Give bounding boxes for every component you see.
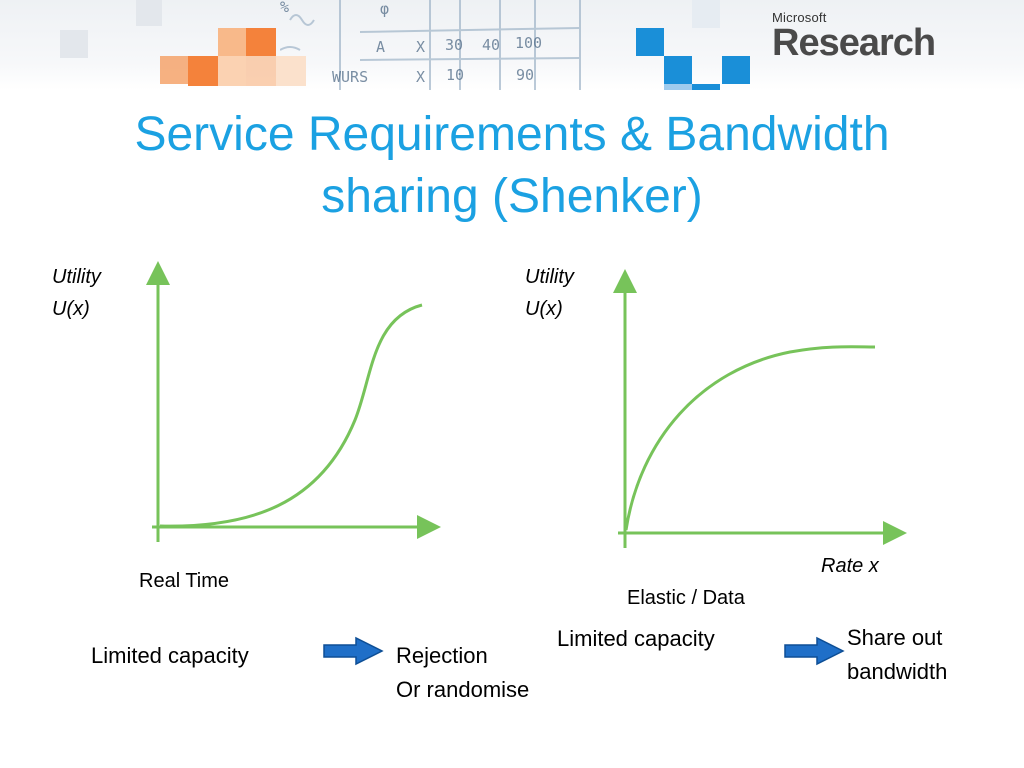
deco-tile (692, 84, 720, 90)
brand-top: Microsoft (772, 10, 827, 25)
right-result-line2: bandwidth (847, 659, 948, 684)
header-band: A X 30 40 100 WURS X 10 90 % φ Microsoft Resear… (0, 0, 1024, 90)
left-result-line1: Rejection (396, 643, 488, 668)
right-y-label-line1: Utility (525, 266, 574, 288)
right-y-label-line2: U(x) (525, 298, 563, 320)
deco-tile (636, 28, 664, 56)
deco-tile (218, 56, 246, 86)
block-arrow-right-icon (784, 636, 845, 666)
deco-tile (60, 30, 88, 58)
deco-tile (722, 56, 750, 84)
left-result-line2: Or randomise (396, 677, 530, 702)
deco-tile (246, 28, 276, 56)
title-line-2: sharing (Shenker) (321, 170, 703, 223)
deco-tile (218, 28, 246, 56)
right-condition-text: Limited capacity (557, 626, 715, 651)
slide-title: Service Requirements & Bandwidth sharing… (0, 104, 1024, 228)
brand-main: Research (772, 22, 936, 64)
svg-text:WURS: WURS (332, 68, 368, 86)
left-condition-text: Limited capacity (91, 643, 249, 668)
deco-tile (664, 84, 692, 90)
svg-text:100: 100 (515, 34, 542, 52)
deco-tile (276, 56, 306, 86)
title-line-1: Service Requirements & Bandwidth (134, 108, 890, 161)
left-y-label-line2: U(x) (52, 298, 90, 320)
right-graph (613, 269, 907, 548)
svg-text:φ: φ (380, 0, 389, 18)
right-result-line1: Share out (847, 625, 943, 650)
deco-tile (160, 56, 188, 84)
left-y-label-line1: Utility (52, 266, 101, 288)
right-graph-caption: Elastic / Data (627, 587, 745, 609)
svg-text:X: X (416, 68, 425, 86)
microsoft-research-logo: Microsoft Research (772, 10, 936, 64)
deco-tile (246, 56, 276, 86)
deco-tile (136, 0, 162, 26)
deco-tile (692, 0, 720, 28)
svg-text:30: 30 (445, 36, 463, 54)
svg-text:A: A (376, 38, 385, 56)
right-x-label: Rate x (821, 555, 879, 577)
right-utility-curve (624, 345, 876, 531)
whiteboard-sketch-background: A X 30 40 100 WURS X 10 90 % φ (280, 0, 581, 90)
deco-tile (664, 56, 692, 84)
block-arrow-right-icon (323, 636, 384, 666)
svg-text:90: 90 (516, 66, 534, 84)
svg-text:%: % (280, 0, 289, 16)
left-utility-curve (159, 303, 423, 528)
svg-text:X: X (416, 38, 425, 56)
left-graph-caption: Real Time (139, 570, 230, 592)
svg-text:10: 10 (446, 66, 464, 84)
deco-tile (188, 56, 218, 86)
left-graph (146, 261, 441, 542)
svg-text:40: 40 (482, 36, 500, 54)
